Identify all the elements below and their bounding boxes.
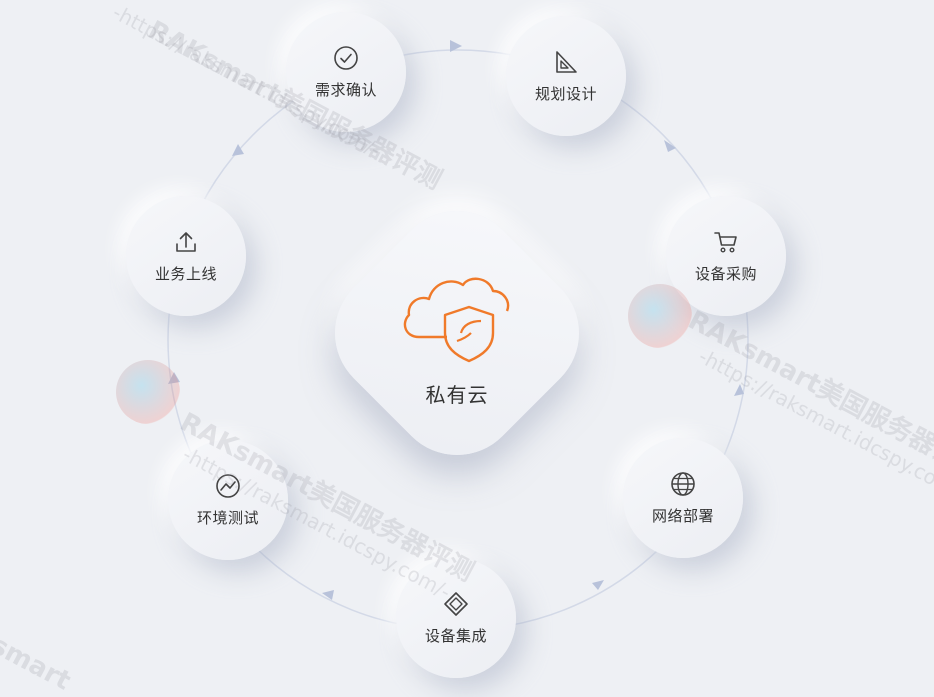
ring-arrow — [322, 590, 334, 600]
step-label: 网络部署 — [651, 506, 714, 525]
set-square-icon — [556, 50, 577, 73]
ring-arrow — [592, 580, 604, 590]
upload-icon — [176, 231, 196, 252]
ring-arrow — [734, 384, 744, 396]
step-label: 需求确认 — [314, 80, 377, 99]
ring-arrow — [450, 40, 462, 52]
cart-icon — [714, 231, 737, 253]
check-circle-icon — [334, 45, 358, 70]
step-label: 规划设计 — [534, 84, 597, 103]
step-testing[interactable]: 环境测试 — [168, 440, 288, 560]
globe-icon — [671, 471, 695, 496]
step-procurement[interactable]: 设备采购 — [666, 196, 786, 316]
step-requirements[interactable]: 需求确认 — [286, 12, 406, 132]
step-launch[interactable]: 业务上线 — [126, 196, 246, 316]
step-deployment[interactable]: 网络部署 — [623, 438, 743, 558]
step-label: 业务上线 — [154, 264, 217, 283]
center-content: 私有云 — [352, 228, 562, 438]
center-title: 私有云 — [425, 382, 489, 407]
ring-arrow — [664, 140, 676, 152]
step-label: 环境测试 — [196, 508, 259, 527]
step-planning[interactable]: 规划设计 — [506, 16, 626, 136]
ring-arrow — [232, 144, 244, 156]
diamond-layers-icon — [444, 591, 468, 616]
trend-circle-icon — [216, 473, 240, 498]
step-label: 设备集成 — [424, 626, 487, 645]
cloud-shield-icon — [403, 277, 510, 362]
step-integration[interactable]: 设备集成 — [396, 558, 516, 678]
ring-arrow — [168, 372, 180, 384]
step-label: 设备采购 — [694, 264, 757, 283]
